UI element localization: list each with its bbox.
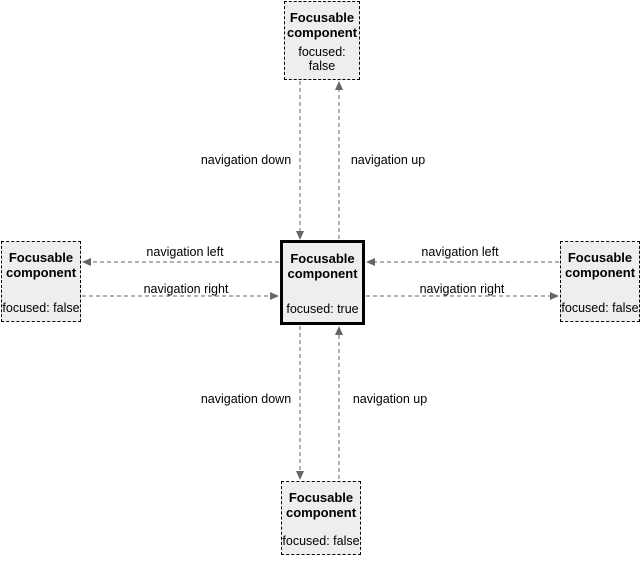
edge-label-top-down: navigation down — [200, 153, 292, 167]
node-title: Focusable component — [285, 490, 357, 520]
edge-label-bottom-down: navigation down — [200, 392, 292, 406]
node-state: focused: false — [298, 45, 346, 73]
node-focusable-bottom: Focusable component focused: false — [281, 481, 361, 555]
edge-label-left-right: navigation right — [143, 282, 229, 296]
edge-label-right-left: navigation left — [421, 245, 499, 259]
node-title: Focusable component — [287, 251, 358, 281]
node-state: focused: true — [286, 302, 359, 316]
node-focusable-center: Focusable component focused: true — [280, 240, 365, 325]
node-state: focused: false — [282, 534, 360, 548]
edge-label-left-left: navigation left — [146, 245, 224, 259]
node-state: focused: false — [561, 301, 639, 315]
node-state: focused: false — [2, 301, 80, 315]
node-title: Focusable component — [564, 250, 636, 280]
edge-label-top-up: navigation up — [350, 153, 426, 167]
node-focusable-left: Focusable component focused: false — [1, 241, 81, 322]
node-focusable-right: Focusable component focused: false — [560, 241, 640, 322]
node-focusable-top: Focusable component focused: false — [284, 1, 360, 80]
edge-label-right-right: navigation right — [419, 282, 505, 296]
node-title: Focusable component — [286, 10, 358, 40]
edge-label-bottom-up: navigation up — [352, 392, 428, 406]
node-title: Focusable component — [5, 250, 77, 280]
